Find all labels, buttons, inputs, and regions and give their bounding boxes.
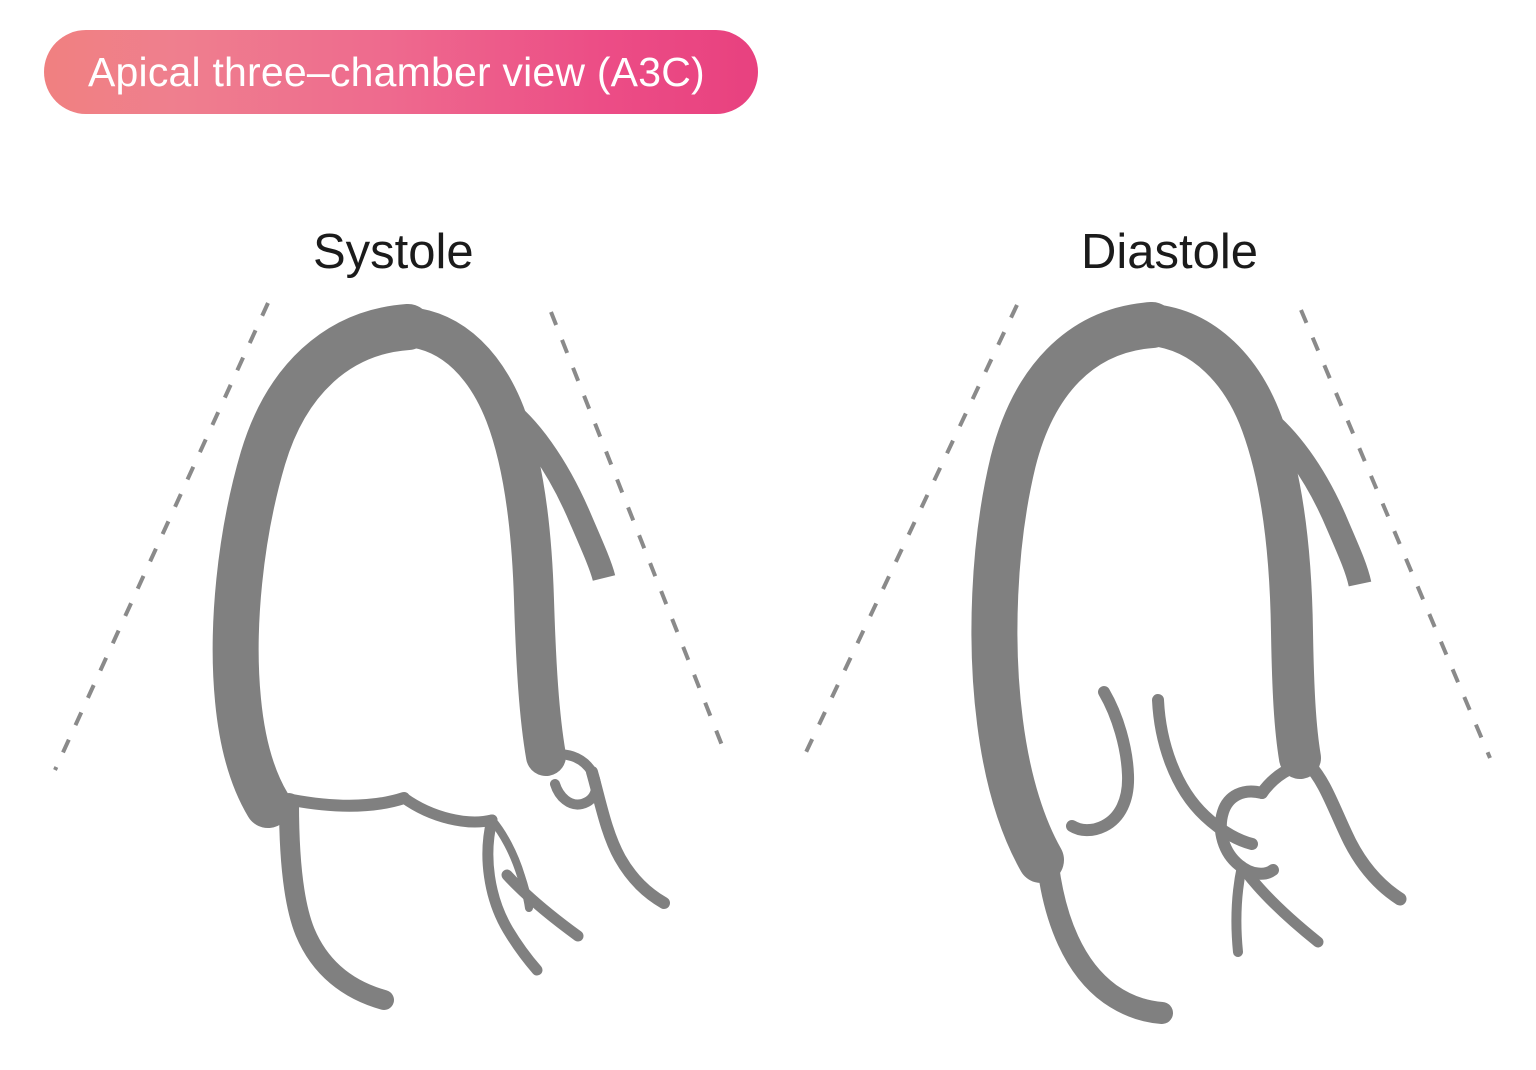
systole-aortic-valve-cusp <box>541 749 602 810</box>
systole-panel-graphic <box>53 302 729 1010</box>
systole-aortic-root-wall <box>586 766 670 909</box>
diastole-chordae-central <box>1231 861 1247 957</box>
systole-interventricular-septum <box>388 307 566 776</box>
systole-chordae-central <box>482 814 543 976</box>
panel-label-diastole: Diastole <box>1081 225 1259 279</box>
panel-label-systole: Systole <box>313 225 474 279</box>
diastole-sector-guide-left <box>798 304 1019 766</box>
diastole-valve-upper-arc <box>1256 758 1314 799</box>
diastole-aortic-root-wall <box>1301 757 1407 906</box>
systole-aortic-outflow-wall <box>486 389 616 582</box>
diastole-aortic-outflow-wall <box>1242 398 1372 587</box>
systole-lv-free-wall <box>212 304 431 828</box>
diastole-apex-to-atrium <box>1037 855 1173 1024</box>
systole-mitral-posterior-leaflet <box>398 792 498 828</box>
diastole-sector-guide-right <box>1299 309 1492 759</box>
diastole-lv-free-wall <box>971 302 1175 883</box>
title-banner: Apical three–chamber view (A3C) <box>44 30 758 114</box>
systole-sector-guide-right <box>549 311 729 759</box>
systole-mitral-anterior-leaflet <box>286 792 410 812</box>
diastole-mitral-anterior-leaflet <box>1152 694 1258 850</box>
diastole-mitral-posterior-leaflet <box>1066 686 1135 837</box>
diastole-interventricular-septum <box>1131 304 1321 779</box>
diastole-mitral-valve-body <box>1214 785 1279 880</box>
systole-sector-guide-left <box>53 302 270 771</box>
systole-left-atrium-wall <box>279 793 394 1010</box>
diastole-panel-graphic <box>798 302 1492 1024</box>
systole-chordae-lateral <box>501 869 584 942</box>
systole-papillary-muscle <box>488 816 533 912</box>
diastole-chordae-lateral <box>1240 866 1324 948</box>
page-title: Apical three–chamber view (A3C) <box>88 48 705 95</box>
